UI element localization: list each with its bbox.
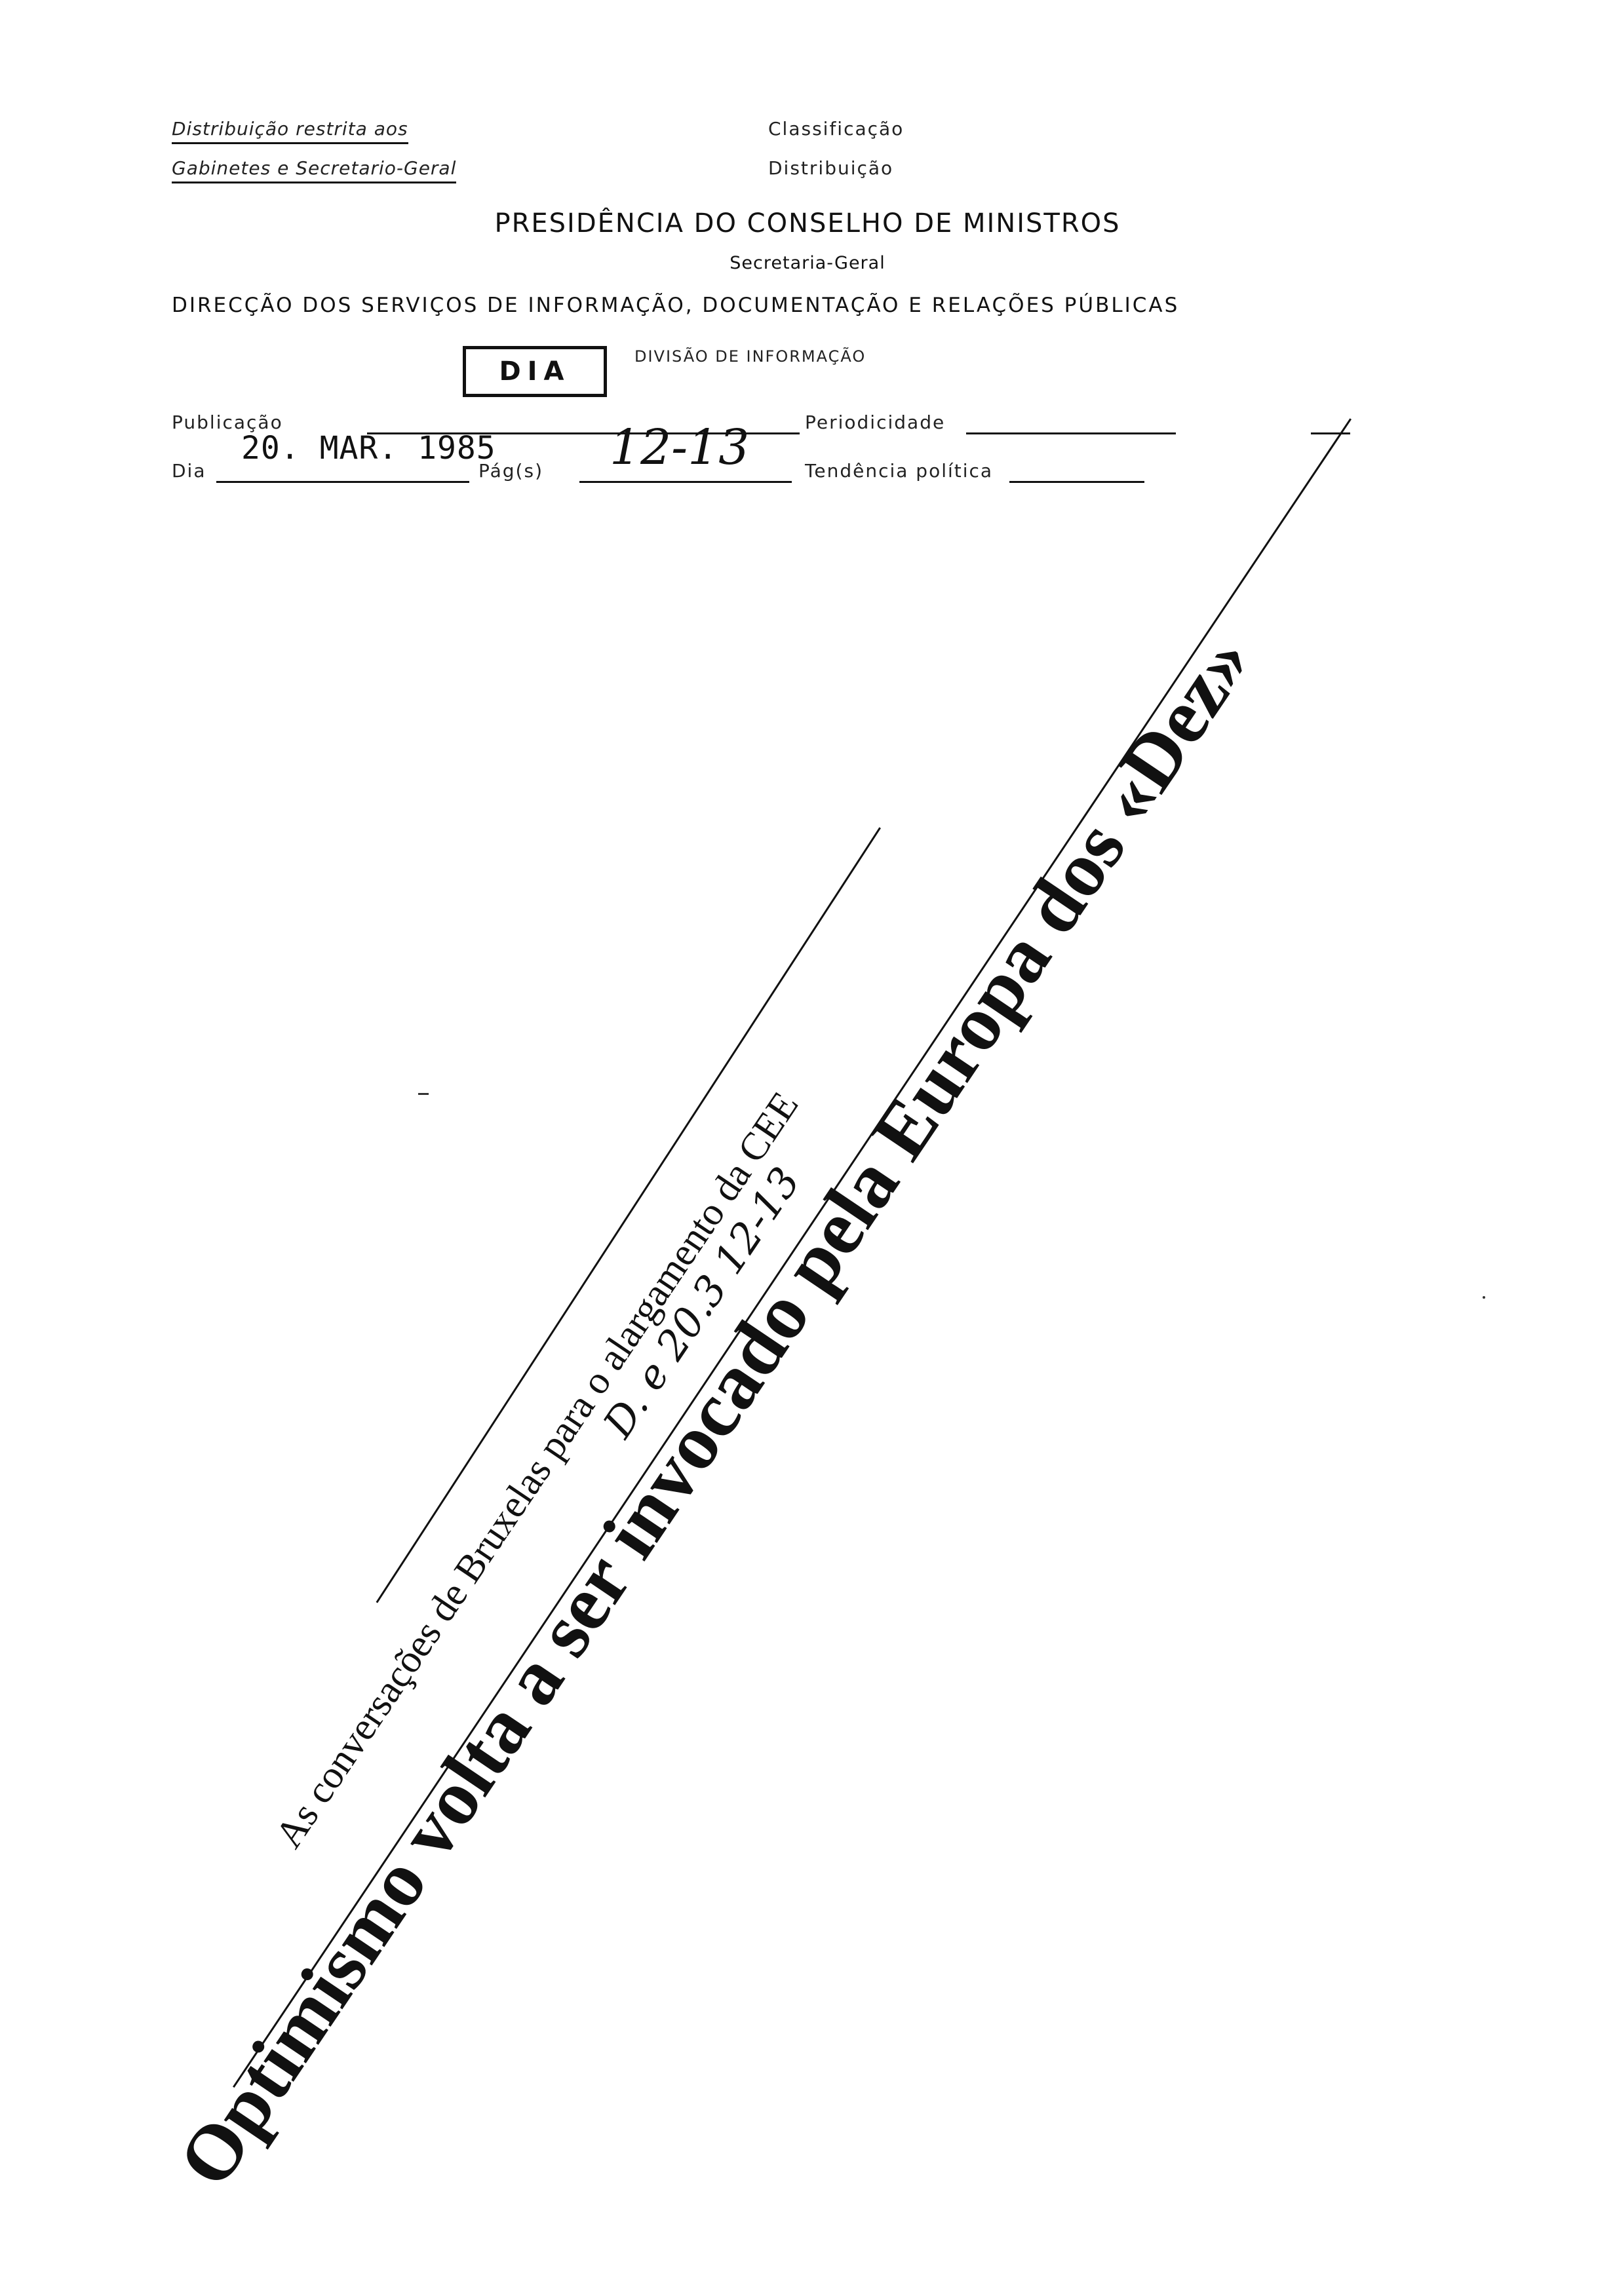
pages-rule [579, 481, 792, 483]
article-headline: Optimismo volta a ser invocado pela Euro… [161, 619, 1268, 2202]
secretariat-title: Secretaria-Geral [730, 253, 885, 273]
pages-label: Pág(s) [478, 460, 543, 482]
margin-rule [1311, 432, 1350, 434]
restricted-distribution-label: Distribuição restrita aos [172, 118, 408, 144]
division-label: DIVISÃO DE INFORMAÇÃO [634, 347, 866, 366]
publication-label: Publicação [172, 411, 283, 433]
tendency-rule [1009, 481, 1144, 483]
directorate-title: DIRECÇÃO DOS SERVIÇOS DE INFORMAÇÃO, DOC… [172, 294, 1180, 317]
day-label: Dia [172, 460, 206, 482]
date-value: 20. MAR. 1985 [241, 430, 496, 467]
publication-rule [367, 432, 800, 434]
scan-speck [1483, 1296, 1485, 1299]
periodicity-label: Periodicidade [805, 411, 946, 433]
day-rule [216, 481, 469, 483]
dia-stamp: DIA [463, 346, 607, 397]
pages-value: 12-13 [610, 419, 750, 476]
cabinets-label: Gabinetes e Secretario-Geral [172, 157, 457, 183]
scan-speck [418, 1093, 429, 1095]
institution-title: PRESIDÊNCIA DO CONSELHO DE MINISTROS [494, 208, 1121, 239]
classification-label: Classificação [768, 118, 905, 140]
distribution-label: Distribuição [768, 157, 894, 179]
periodicity-rule [966, 432, 1176, 434]
political-tendency-label: Tendência política [805, 460, 994, 482]
